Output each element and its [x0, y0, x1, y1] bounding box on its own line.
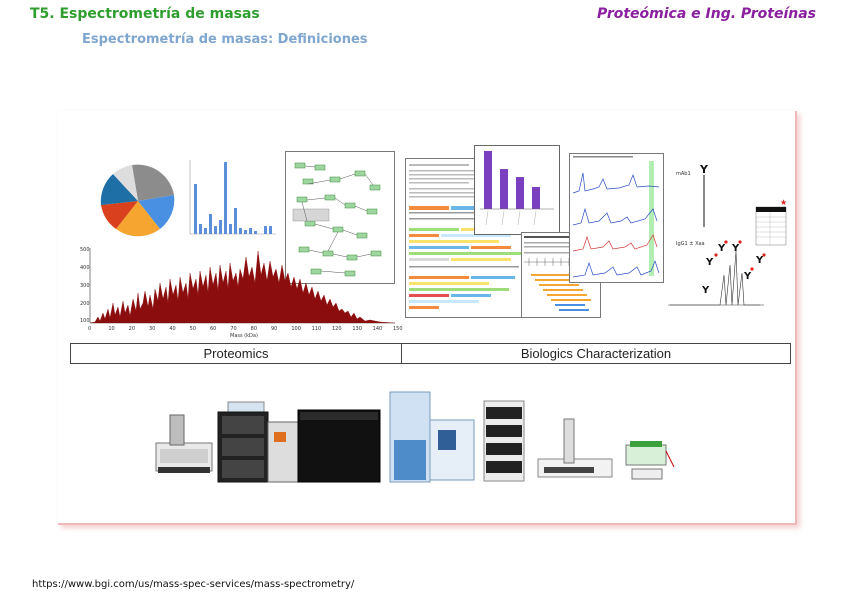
svg-text:Y: Y [717, 243, 726, 254]
svg-text:100: 100 [80, 318, 90, 324]
spectrum-x-tick: 60 [210, 326, 216, 332]
spectrum-x-tick: 150 [393, 326, 403, 332]
spectrum-x-tick: 130 [352, 326, 362, 332]
pie-chart-thumbnail [100, 164, 175, 237]
autosampler-instrument-icon [155, 414, 213, 473]
svg-text:Y: Y [743, 271, 752, 282]
svg-text:500: 500 [80, 247, 90, 253]
hplc-stack-icon [483, 400, 525, 482]
spectrum-x-tick: 0 [88, 326, 91, 332]
chromatogram-thumbnail [569, 153, 664, 283]
spectrum-x-tick: 120 [332, 326, 342, 332]
svg-text:400: 400 [80, 265, 90, 271]
mass-spectrum-thumbnail: 500 400 300 200 100 0 10 20 30 40 50 60 70 80 90 100 1… [80, 247, 403, 339]
liquid-handler-icon [537, 418, 613, 478]
gel-electrophoresis-icon [625, 441, 675, 480]
spectrum-x-tick: 40 [169, 326, 175, 332]
mass-spectrometer-icon [389, 391, 475, 483]
svg-text:Y: Y [701, 285, 710, 296]
svg-text:300: 300 [80, 283, 90, 289]
svg-text:mAb1: mAb1 [676, 171, 691, 177]
spectrum-x-tick: 80 [251, 326, 257, 332]
svg-text:Y: Y [731, 243, 740, 254]
svg-text:★: ★ [780, 198, 787, 207]
svg-text:Mass (kDa): Mass (kDa) [230, 333, 258, 339]
ab-mass-label: IgG1 ± Xaa [676, 241, 705, 247]
slide-topic: T5. Espectrometría de masas [30, 6, 260, 22]
biologics-characterization-label: Biologics Characterization [401, 343, 791, 364]
spectrum-x-tick: 20 [129, 326, 135, 332]
bar-chart-thumbnail [189, 160, 276, 235]
spectrum-x-tick: 30 [149, 326, 155, 332]
spectrum-x-tick: 70 [230, 326, 236, 332]
purple-bar-chart-thumbnail [474, 145, 560, 235]
spectrum-x-tick: 50 [190, 326, 196, 332]
svg-text:200: 200 [80, 301, 90, 307]
lc-ms-system-icon [217, 401, 381, 483]
spectrum-x-tick: 110 [312, 326, 322, 332]
slide-subtitle: Espectrometría de masas: Definiciones [82, 32, 368, 47]
proteomics-label: Proteomics [70, 343, 402, 364]
spectrum-x-tick: 90 [271, 326, 277, 332]
svg-text:Y: Y [755, 255, 764, 266]
svg-text:Y: Y [705, 257, 714, 268]
spectrum-x-tick: 140 [373, 326, 383, 332]
course-title: Proteómica e Ing. Proteínas [596, 6, 816, 22]
source-url[interactable]: https://www.bgi.com/us/mass-spec-service… [32, 579, 355, 590]
svg-text:Y: Y [699, 163, 709, 176]
spectrum-x-tick: 10 [108, 326, 114, 332]
pathway-diagram-thumbnail [285, 151, 395, 284]
spectrum-x-tick: 100 [291, 326, 301, 332]
